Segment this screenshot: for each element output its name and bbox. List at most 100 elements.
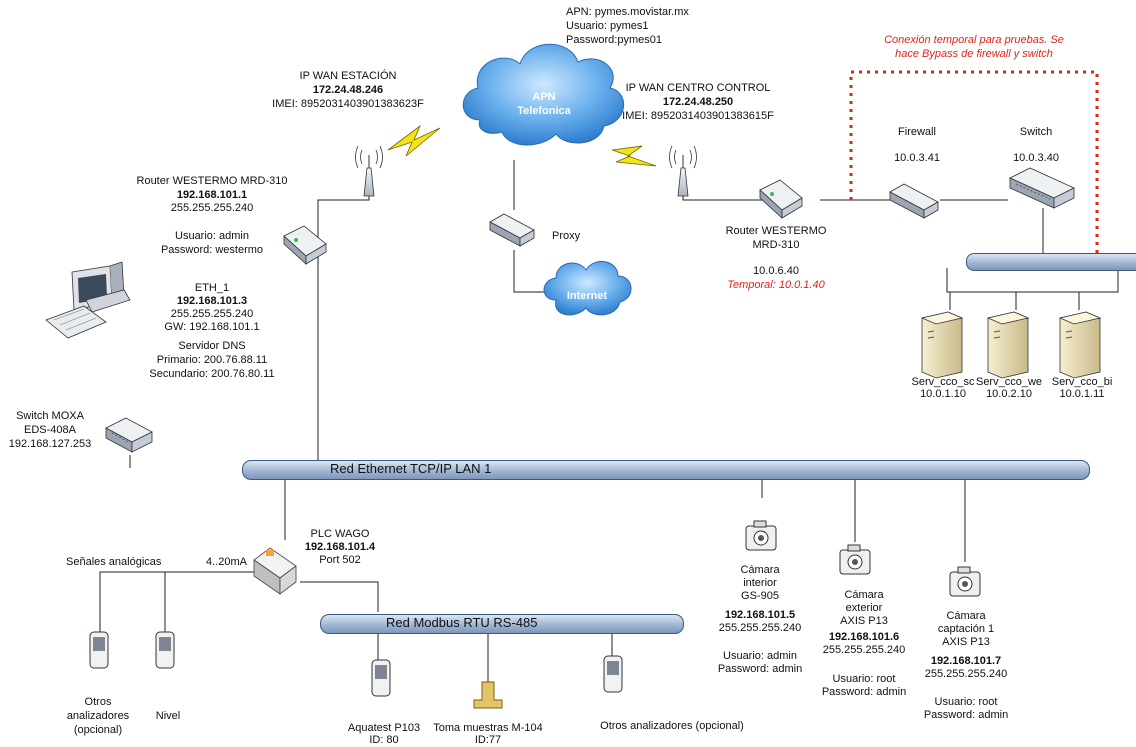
plc-port: Port 502 xyxy=(319,554,361,566)
cloud-label-provider: Telefonica xyxy=(517,105,571,117)
aquatest-label: Aquatest P103 xyxy=(347,722,421,734)
router-left-mask: 255.255.255.240 xyxy=(170,202,254,214)
camera-icon xyxy=(745,520,777,551)
firewall-label: Firewall xyxy=(898,126,936,138)
firewall-ip: 10.0.3.41 xyxy=(894,152,940,164)
sampler-device-icon xyxy=(473,681,503,709)
server-name: Serv_cco_bi xyxy=(1051,376,1113,388)
camera-exterior-line1: Cámara xyxy=(844,589,884,601)
nivel-label: Nivel xyxy=(155,710,181,722)
camera-exterior-model: AXIS P13 xyxy=(840,615,888,627)
camera-interior-password: Password: admin xyxy=(717,663,803,675)
bypass-dotted-line xyxy=(849,70,1099,258)
antenna-left-icon xyxy=(355,145,383,197)
wireless-bolt-right-icon xyxy=(611,145,657,167)
router-right-icon xyxy=(759,179,803,219)
camera-captacion-ip: 192.168.101.7 xyxy=(930,655,1002,667)
level-device-icon xyxy=(155,631,175,669)
router-right-model: MRD-310 xyxy=(752,239,800,251)
moxa-ip: 192.168.127.253 xyxy=(8,438,92,450)
camera-captacion-line1: Cámara xyxy=(946,610,986,622)
apn-password: Password:pymes01 xyxy=(566,34,662,46)
server-ip: 10.0.1.10 xyxy=(920,388,966,400)
camera-exterior-line2: exterior xyxy=(845,602,883,614)
internet-cloud-shape xyxy=(543,261,632,316)
camera-captacion-line2: captación 1 xyxy=(937,623,995,635)
camera-captacion-mask: 255.255.255.240 xyxy=(924,668,1008,680)
analyzer-device-icon xyxy=(603,655,623,693)
modbus-bus xyxy=(320,614,684,634)
plc-ip: 192.168.101.4 xyxy=(304,541,376,553)
moxa-model: EDS-408A xyxy=(24,424,76,436)
router-left-user: Usuario: admin xyxy=(175,230,249,242)
temp-connection-note: Conexión temporal para pruebas. Se xyxy=(884,34,1064,46)
server-name: Serv_cco_sc xyxy=(911,376,975,388)
camera-interior-ip: 192.168.101.5 xyxy=(724,609,796,621)
wireless-bolt-left-icon xyxy=(387,124,441,157)
lan-ethernet-bus xyxy=(242,460,1090,480)
toma-muestras-label: Toma muestras M-104 xyxy=(433,722,543,734)
analog-range-label: 4..20mA xyxy=(206,556,247,568)
camera-icon xyxy=(949,566,981,597)
eth1-title: ETH_1 xyxy=(194,282,230,294)
wan-station-imei: IMEI: 8952031403901383623F xyxy=(272,98,424,110)
apn-user: Usuario: pymes1 xyxy=(566,20,649,32)
wan-control-title: IP WAN CENTRO CONTROL xyxy=(625,82,771,94)
camera-interior-model: GS-905 xyxy=(741,590,779,602)
wan-control-ip: 172.24.48.250 xyxy=(662,96,734,108)
cloud-shape xyxy=(462,43,625,146)
switch-moxa-icon xyxy=(105,417,153,453)
camera-captacion-password: Password: admin xyxy=(923,709,1009,721)
plc-wago-icon xyxy=(253,547,297,595)
dns-title: Servidor DNS xyxy=(178,340,246,352)
server-ip: 10.0.1.11 xyxy=(1059,388,1105,400)
camera-captacion-user: Usuario: root xyxy=(934,696,998,708)
camera-exterior-user: Usuario: root xyxy=(832,673,896,685)
server-icon xyxy=(986,311,1030,379)
otros-analizadores-left-line3: (opcional) xyxy=(73,724,123,736)
camera-captacion-model: AXIS P13 xyxy=(942,636,990,648)
otros-analizadores-left-line1: Otros xyxy=(84,696,112,708)
temp-connection-note-2: hace Bypass de firewall y switch xyxy=(895,48,1053,60)
aquatest-device-icon xyxy=(371,659,391,697)
firewall-device-icon xyxy=(889,183,939,219)
computer-workstation-icon xyxy=(45,261,131,339)
connection-lines xyxy=(99,160,1119,682)
cloud-label-apn: APN xyxy=(532,91,556,103)
moxa-label: Switch MOXA xyxy=(16,410,84,422)
switch-label: Switch xyxy=(1019,126,1053,138)
antenna-right-icon xyxy=(669,145,697,197)
switch-device-icon xyxy=(1009,167,1075,209)
dns-primary: Primario: 200.76.88.11 xyxy=(156,354,268,366)
router-left-ip: 192.168.101.1 xyxy=(176,189,248,201)
plc-title: PLC WAGO xyxy=(310,528,370,540)
proxy-label: Proxy xyxy=(552,230,581,242)
wan-station-title: IP WAN ESTACIÓN xyxy=(299,70,397,82)
lan-bus-label: Red Ethernet TCP/IP LAN 1 xyxy=(330,461,492,476)
wan-control-imei: IMEI: 8952031403901383615F xyxy=(622,110,774,122)
dns-secondary: Secundario: 200.76.80.11 xyxy=(149,368,275,380)
apn-name: APN: pymes.movistar.mx xyxy=(566,6,689,18)
otros-analizadores-right: Otros analizadores (opcional) xyxy=(600,720,744,732)
camera-interior-user: Usuario: admin xyxy=(723,650,797,662)
camera-exterior-mask: 255.255.255.240 xyxy=(822,644,906,656)
router-right-name: Router WESTERMO xyxy=(725,225,827,237)
server-ip: 10.0.2.10 xyxy=(986,388,1032,400)
camera-interior-line1: Cámara xyxy=(740,564,780,576)
eth1-ip: 192.168.101.3 xyxy=(176,295,248,307)
analog-signals-label: Señales analógicas xyxy=(66,556,162,568)
internet-label: Internet xyxy=(566,290,608,302)
camera-exterior-password: Password: admin xyxy=(821,686,907,698)
server-bus xyxy=(966,253,1136,271)
router-right-ip: 10.0.6.40 xyxy=(753,265,799,277)
server-name: Serv_cco_we xyxy=(975,376,1043,388)
router-right-temp-ip: Temporal: 10.0.1.40 xyxy=(727,279,825,291)
server-icon xyxy=(1058,311,1102,379)
eth1-mask: 255.255.255.240 xyxy=(170,308,254,320)
switch-ip: 10.0.3.40 xyxy=(1013,152,1059,164)
eth1-gateway: GW: 192.168.101.1 xyxy=(164,321,260,333)
otros-analizadores-left-line2: analizadores xyxy=(66,710,130,722)
router-left-icon xyxy=(283,225,327,265)
